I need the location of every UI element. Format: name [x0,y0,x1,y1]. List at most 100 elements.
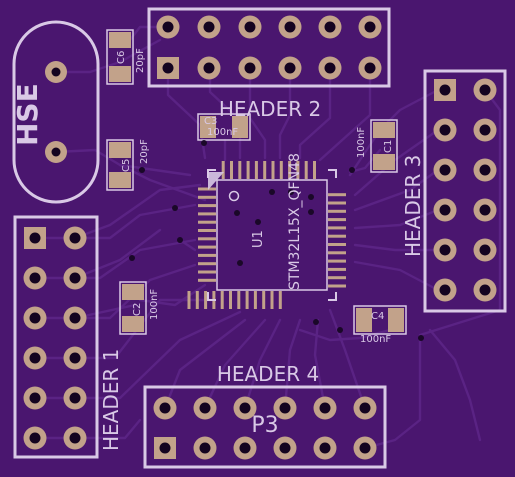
c2-value-label: 100nF [149,289,160,320]
header-3-pin-9-hole [439,244,451,256]
ic-pin-10 [198,262,216,266]
c5-outline [106,139,134,191]
ic-pin-9 [198,253,216,257]
ic-pin-28 [328,259,346,263]
c5-ref-label: C5 [121,159,132,172]
header-4-pin-1-hole [159,442,171,454]
header-1-pin-11-hole [29,432,41,444]
crystal-label: HSE [11,83,44,146]
ic-pin-6 [198,229,216,232]
header-2-pin-2-hole [162,21,174,33]
header-2-outline [147,7,391,88]
header-1-pin-5-hole [29,312,41,324]
ic-pin-12 [198,278,216,282]
header-4-pin-12-hole [359,402,371,414]
header-2-pin-8-hole [284,21,296,33]
ic-pin-23 [270,291,274,309]
ic-pin-22 [262,291,266,309]
header-2-pin-11-hole [364,62,376,74]
header-3-pin-11-hole [439,284,451,296]
c2-outline [119,281,147,335]
ic-pin-31 [328,234,346,238]
c4-pad-2 [388,308,404,332]
header-4-pin-3-hole [199,442,211,454]
silkscreen-text: HEADER 2 HEADER 4 P3 HEADER 1 HEADER 3 H… [11,48,425,451]
header-3-pin-10-hole [479,244,491,256]
c5-value-label: 20pF [139,139,150,164]
ic-pin-45 [246,161,250,179]
ic-pin-18 [229,291,232,309]
header-3-pin-1-hole [439,84,451,96]
c1-ref-label: C1 [383,140,394,153]
header-1-pin-3-hole [29,272,41,284]
ic-pins [187,161,346,309]
ic-pin-7 [198,237,216,241]
header-1-label: HEADER 1 [99,349,123,451]
c1-value-label: 100nF [356,127,367,158]
ic-pin-40 [288,161,292,179]
ic-pin-44 [254,161,258,179]
ic-pin-13 [187,291,191,309]
header-4-label: HEADER 4 [217,362,319,386]
ic-pin-37 [313,161,316,179]
header-3-label: HEADER 3 [401,155,425,257]
header-2-pin-5-hole [244,62,256,74]
ic-pin-20 [245,291,249,309]
ic-pin-35 [328,201,346,205]
c6-pad-2 [109,66,131,82]
header-3-pin-6-hole [479,164,491,176]
c6-outline [106,29,134,85]
header-3-pin-3-hole [439,124,451,136]
header-1-pin-10-hole [69,392,81,404]
ic-pin-43 [263,161,267,179]
header-1-pin-8-hole [69,352,81,364]
header-3-pin-2-hole [479,84,491,96]
header-1-outline [13,215,99,459]
ic-pin-24 [278,291,282,309]
c4-outline [353,305,407,335]
c5-pad-1 [109,142,131,158]
header-4-pin-7-hole [279,442,291,454]
silkscreen-outlines [12,7,507,469]
ic-pin-3 [198,204,216,208]
header-1-pin-1-hole [29,232,41,244]
c1-pad-2 [373,154,395,170]
c3-pad-1 [200,116,216,138]
capacitor-pads [109,32,404,332]
header-1-pin-12-hole [69,432,81,444]
c2-ref-label: C2 [132,303,143,316]
ic-ref-label: U1 [251,230,266,248]
ic-pin-47 [230,161,233,179]
c6-ref-label: C6 [116,51,127,64]
c6-value-label: 20pF [135,48,146,73]
crystal-pads [45,61,67,163]
header-2-pin-12-hole [364,21,376,33]
header-1-pin-4-hole [69,272,81,284]
ic-pin-8 [198,245,216,249]
ic-pin-11 [198,270,216,274]
c2-pad-1 [122,284,144,300]
capacitor-outlines [106,29,407,335]
ic-pin-32 [328,226,346,230]
c1-outline [370,119,398,173]
header-3-outline [423,69,507,313]
pin-1-marker [208,172,224,190]
header-3-pin-8-hole [479,204,491,216]
vias [129,140,424,341]
header-1-pin-2-hole [69,232,81,244]
header-pads [23,15,497,460]
ic-pin-42 [271,161,275,179]
ic-pin-48 [221,161,225,179]
ic-corner-marks [207,169,337,301]
header-2-pin-6-hole [244,21,256,33]
header-2-pin-9-hole [324,62,336,74]
ic-pin-29 [328,251,346,255]
ic-pin-30 [328,243,346,246]
c2-pad-2 [122,316,144,332]
ic-pin-15 [204,291,208,309]
header-4-outline [143,385,387,469]
crystal-hole-1 [51,67,61,77]
ic-pin-21 [253,291,257,309]
ic-pin-2 [198,195,216,199]
